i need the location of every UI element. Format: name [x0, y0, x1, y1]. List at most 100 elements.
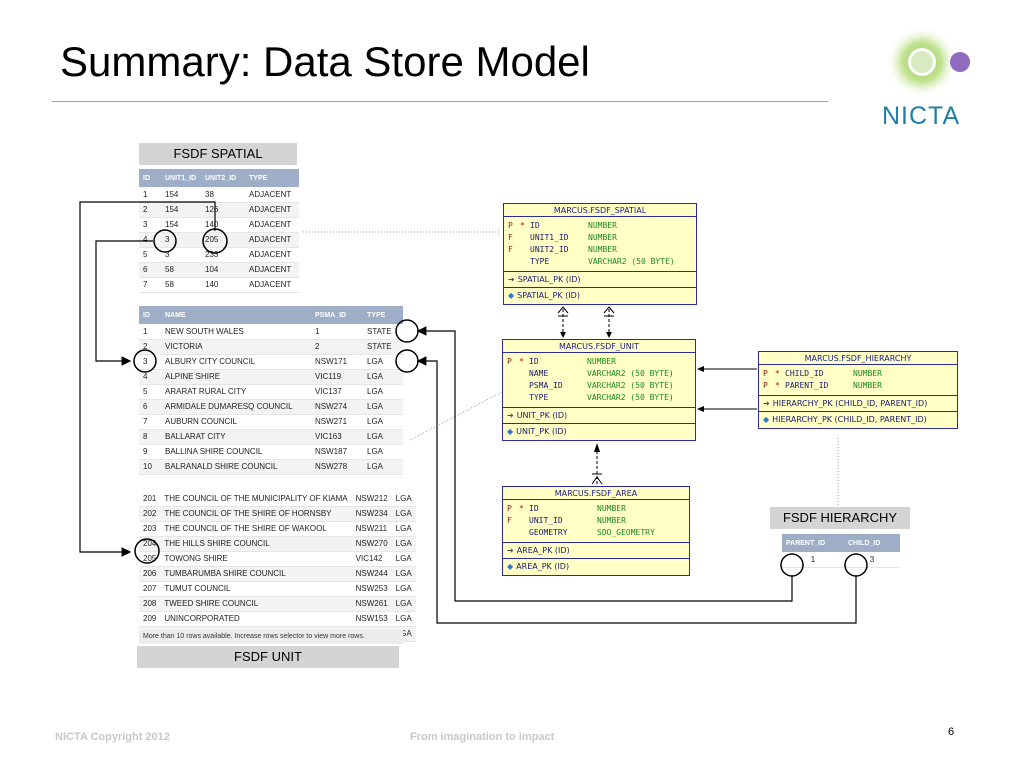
erd-idx-label: HIERARCHY_PK (CHILD_ID, PARENT_ID)	[772, 415, 927, 424]
table-cell: 5	[139, 247, 161, 263]
erd-pk-row: ➔SPATIAL_PK (ID)	[504, 272, 696, 288]
table-cell: 38	[201, 187, 245, 203]
erd-mandatory-flag: *	[519, 504, 524, 513]
erd-key-flag: P	[507, 357, 512, 366]
table-cell: 58	[161, 277, 201, 293]
table-cell: 1	[139, 324, 161, 340]
table-cell: THE HILLS SHIRE COUNCIL	[160, 536, 352, 552]
table-cell: TWEED SHIRE COUNCIL	[160, 596, 352, 612]
erd-key-flag: F	[507, 516, 512, 525]
column-header: UNIT1_ID	[161, 169, 201, 187]
table-cell: 1	[311, 324, 363, 340]
callout-unit-205	[134, 538, 160, 564]
table-cell: 3	[139, 217, 161, 233]
erd-idx-label: UNIT_PK (ID)	[516, 427, 567, 436]
erd-mandatory-flag: *	[775, 381, 780, 390]
erd-mandatory-flag: *	[520, 221, 525, 230]
table-cell: LGA	[391, 521, 416, 537]
table-cell: ALPINE SHIRE	[161, 369, 311, 385]
caption-fsdf-spatial: FSDF SPATIAL	[139, 143, 297, 165]
erd-column-name: GEOMETRY	[529, 528, 568, 537]
table-cell: LGA	[391, 536, 416, 552]
table-cell: LGA	[391, 506, 416, 522]
table-cell: ARMIDALE DUMARESQ COUNCIL	[161, 399, 311, 415]
table-cell: 7	[139, 277, 161, 293]
erd-idx-label: AREA_PK (ID)	[516, 562, 570, 571]
table-cell: ADJACENT	[245, 247, 299, 263]
erd-column-name: ID	[530, 221, 540, 230]
table-cell: 3	[844, 552, 900, 568]
table-cell: THE COUNCIL OF THE SHIRE OF HORNSBY	[160, 506, 352, 522]
callout-hier-child	[844, 553, 868, 577]
table-cell: 233	[201, 247, 245, 263]
table-cell: NSW187	[311, 444, 363, 460]
erd-column-type: NUMBER	[853, 369, 882, 378]
column-header: UNIT2_ID	[201, 169, 245, 187]
footer-tagline: From imagination to impact	[410, 731, 555, 743]
erd-key-flag: P	[508, 221, 513, 230]
page-number: 6	[948, 726, 955, 738]
key-icon: ➔	[763, 399, 770, 408]
erd-column-type: NUMBER	[597, 504, 626, 513]
erd-column-type: NUMBER	[853, 381, 882, 390]
rows-limit-note: More than 10 rows available. Increase ro…	[139, 630, 403, 644]
table-cell: 2	[311, 339, 363, 355]
index-icon: ◆	[507, 427, 514, 436]
table-cell: NSW271	[311, 414, 363, 430]
table-cell: 208	[139, 596, 161, 612]
erd-relation-area-unit	[591, 443, 603, 485]
erd-idx-row: ◆SPATIAL_PK (ID)	[504, 288, 696, 304]
table-cell: 154	[161, 202, 201, 218]
callout-spatial-unit2	[202, 228, 228, 254]
erd-entity-title: MARCUS.FSDF_HIERARCHY	[759, 352, 957, 365]
table-cell: 140	[201, 277, 245, 293]
callout-unit-lga-3	[395, 349, 419, 373]
slide-title: Summary: Data Store Model	[60, 38, 590, 85]
erd-column-type: NUMBER	[588, 245, 617, 254]
table-cell: NSW212	[351, 491, 392, 507]
erd-idx-row: ◆UNIT_PK (ID)	[503, 424, 695, 440]
erd-column-name: PARENT_ID	[785, 381, 829, 390]
table-cell: ADJACENT	[245, 187, 299, 203]
table-cell: 3	[161, 232, 201, 248]
table-cell: 10	[139, 459, 161, 475]
table-cell: VICTORIA	[161, 339, 311, 355]
column-header: PARENT_ID	[782, 534, 844, 552]
erd-pk-label: AREA_PK (ID)	[516, 546, 570, 555]
table-cell: LGA	[363, 429, 403, 445]
erd-column-name: TYPE	[529, 393, 549, 402]
table-cell: ADJACENT	[245, 262, 299, 278]
erd-pk-row: ➔UNIT_PK (ID)	[503, 408, 695, 424]
table-cell: TUMBARUMBA SHIRE COUNCIL	[160, 566, 352, 582]
table-cell: ADJACENT	[245, 202, 299, 218]
table-cell: LGA	[363, 399, 403, 415]
caption-fsdf-hierarchy: FSDF HIERARCHY	[770, 507, 910, 529]
